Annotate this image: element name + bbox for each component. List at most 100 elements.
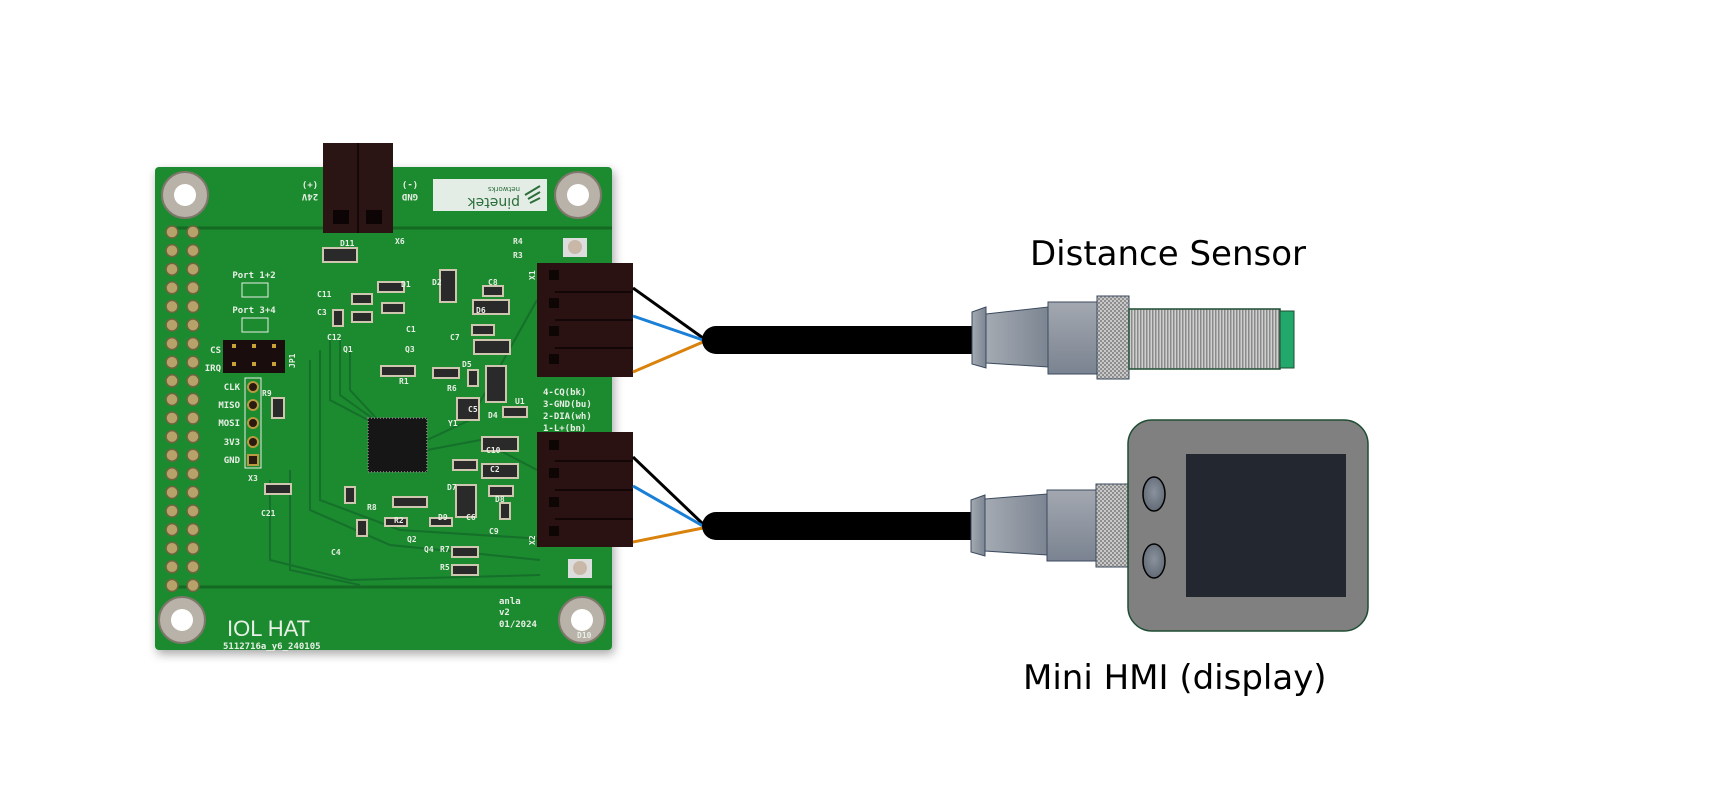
power-plus-label: 24V	[301, 191, 318, 201]
mounting-hole	[558, 596, 606, 644]
gpio-pin	[165, 299, 179, 314]
port12-label: Port 1+2	[232, 271, 275, 281]
gpio-pin	[165, 262, 179, 276]
component-ref: Q4	[424, 545, 434, 554]
smd-component	[455, 484, 477, 518]
x3-ref: X3	[248, 474, 258, 483]
gpio-pin	[165, 336, 179, 351]
power-plus-sign: (+)	[302, 179, 318, 189]
component-ref: R3	[513, 251, 523, 260]
x3-header-outline	[244, 377, 262, 469]
knurled-nut	[1096, 295, 1130, 380]
hmi-button-down[interactable]	[1142, 543, 1166, 579]
component-ref: C3	[317, 308, 327, 317]
smd-component	[482, 285, 504, 297]
mounting-holes	[158, 171, 606, 644]
gpio-pin	[165, 560, 179, 574]
wire-blue	[632, 314, 704, 342]
component-ref: D2	[432, 278, 442, 287]
wire-black	[631, 455, 705, 526]
smd-component	[488, 485, 514, 497]
status-led	[568, 559, 592, 578]
component-ref: C6	[466, 513, 476, 522]
hmi-wiring	[631, 455, 1004, 544]
connector-taper	[984, 493, 1048, 556]
smd-component	[439, 269, 457, 303]
gpio-pin	[186, 336, 200, 351]
component-ref: C7	[450, 333, 460, 342]
mounting-hole	[554, 171, 602, 219]
jp1-ref: JP1	[288, 353, 297, 368]
component-ref: R5	[440, 563, 450, 572]
smd-component	[451, 564, 479, 576]
threaded-body	[1128, 308, 1281, 370]
wire-orange	[632, 340, 704, 374]
component-ref: C4	[331, 548, 341, 557]
smd-component	[384, 517, 408, 527]
board-date: 01/2024	[499, 620, 538, 630]
smd-component	[472, 299, 510, 315]
knurled-nut	[1095, 483, 1129, 568]
gpio-pin	[186, 374, 200, 388]
pin-legend-item: 4-CQ(bk)	[543, 388, 586, 398]
component-ref: D6	[476, 306, 486, 315]
board-serial: 5112716a_y6_240105	[223, 642, 321, 652]
smd-component	[381, 302, 405, 314]
port34-label: Port 3+4	[232, 306, 276, 316]
component-ref: Q1	[343, 345, 353, 354]
smd-component	[499, 502, 511, 520]
gpio-pin	[186, 448, 200, 462]
board-title: IOL HAT	[227, 616, 310, 641]
x3-pin-label: CLK	[224, 383, 241, 393]
smd-components	[264, 247, 528, 576]
smd-component	[351, 311, 373, 323]
leaf-icon	[524, 185, 541, 204]
gpio-pin	[186, 411, 200, 425]
component-ref: U1	[515, 397, 525, 406]
power-minus-sign: (-)	[402, 179, 418, 189]
gpio-pin	[165, 411, 179, 425]
connector-body	[1047, 301, 1098, 375]
smd-component	[456, 397, 480, 421]
gpio-pin	[165, 541, 179, 555]
status-led	[563, 238, 587, 257]
logo-subtitle: networks	[488, 185, 520, 193]
smd-component	[481, 463, 519, 479]
gpio-pin	[165, 485, 179, 500]
gpio-pin	[186, 541, 200, 555]
gpio-pin	[186, 522, 200, 537]
gpio-pin	[186, 262, 200, 276]
gpio-pin	[165, 281, 179, 295]
jp1-cs-label: CS	[210, 346, 221, 356]
component-ref: R1	[399, 377, 409, 386]
sensor-wiring	[632, 286, 1004, 374]
component-ref: C5	[468, 405, 478, 414]
x2-ref: X2	[528, 535, 537, 545]
sensor-tip	[1279, 310, 1295, 369]
pinetek-logo: networks pinetek	[433, 179, 547, 211]
gpio-pin	[165, 355, 179, 369]
gpio-pin	[186, 299, 200, 314]
connector-collar	[971, 306, 987, 369]
x3-pin-label: MOSI	[218, 419, 240, 429]
component-ref: Y1	[448, 419, 458, 428]
smd-component	[351, 293, 373, 305]
x1-ref: X1	[528, 270, 537, 280]
gpio-pin	[186, 504, 200, 518]
gpio-pin	[165, 504, 179, 518]
distance-sensor-label: Distance Sensor	[1030, 234, 1306, 274]
u1-chip	[367, 417, 428, 473]
hmi-button-up[interactable]	[1142, 476, 1166, 512]
x3-pin-label: 3V3	[224, 438, 240, 448]
iol-hat-board: (+) 24V (-) GND X6 networks pinetek Port…	[155, 143, 633, 652]
gpio-pin	[165, 448, 179, 462]
gpio-pin	[165, 429, 179, 444]
smd-component	[344, 486, 356, 504]
smd-component	[473, 339, 511, 355]
smd-component	[356, 519, 368, 537]
component-ref: R7	[440, 545, 450, 554]
component-ref: D7	[447, 483, 457, 492]
component-ref: R9	[262, 389, 272, 398]
